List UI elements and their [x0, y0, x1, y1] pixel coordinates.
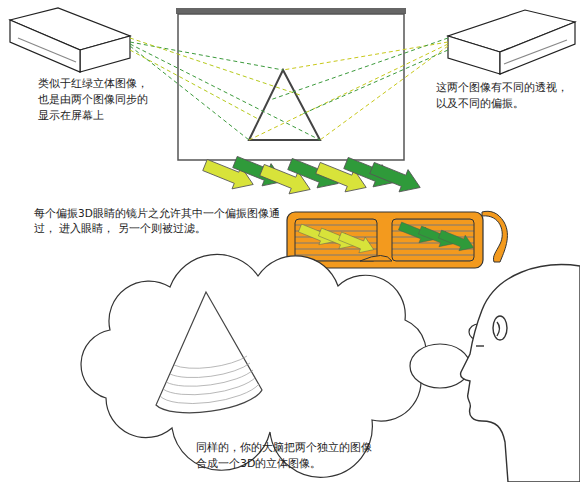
caption-text: 这两个图像有不同的透视， 以及不同的偏振。: [436, 80, 574, 112]
3d-cone: [156, 292, 262, 413]
caption-text: 类似于红绿立体图像， 也是由两个图像同步的 显示在屏幕上: [38, 76, 156, 124]
projector-left: [10, 8, 130, 72]
projection-rays: [130, 38, 448, 140]
caption-text: 每个偏振3D眼睛的镜片之允许其中一个偏振图像通过， 进入眼睛， 另一个则被过滤。: [34, 206, 284, 236]
thought-cloud: [81, 254, 489, 477]
projection-screen: [176, 8, 406, 160]
viewer-head: [461, 265, 580, 482]
polarized-3d-glasses: [287, 211, 507, 268]
caption-text: 同样的，你的大脑把两个独立的图像 合成一个3D的立体图像。: [196, 440, 386, 472]
polarized-light-arrows: [201, 151, 425, 201]
projector-right: [448, 10, 575, 74]
